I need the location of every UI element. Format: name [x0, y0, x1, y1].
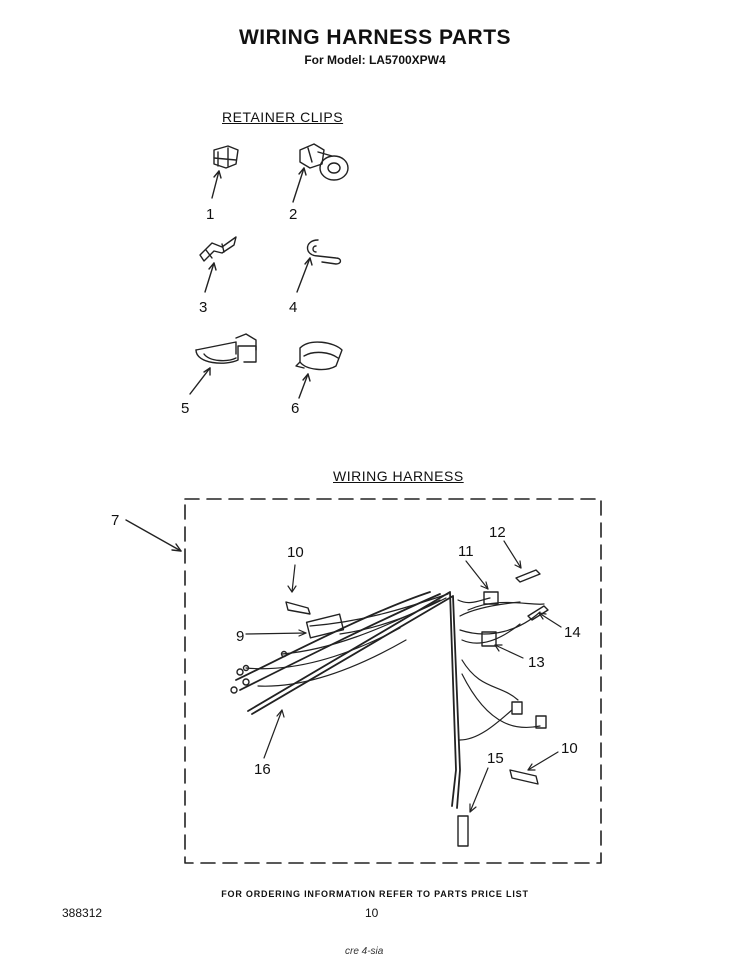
callout-4: 4: [289, 299, 297, 316]
harness-box: [184, 498, 602, 864]
ordering-note: FOR ORDERING INFORMATION REFER TO PARTS …: [221, 889, 529, 899]
callout-12: 12: [489, 524, 506, 541]
handwritten-note: cre 4-sia: [345, 946, 384, 957]
clip-2-drawing: [292, 143, 349, 203]
page-number: 10: [365, 906, 379, 920]
clip-5-drawing: [189, 333, 257, 395]
callout-14: 14: [564, 624, 581, 641]
callout-5: 5: [181, 400, 189, 417]
callout-10-top: 10: [287, 544, 304, 561]
model-label: For Model: LA5700XPW4: [304, 53, 446, 67]
clip-3-drawing: [199, 236, 237, 293]
document-code: 388312: [62, 906, 103, 920]
callout-9: 9: [236, 628, 244, 645]
clip-4-drawing: [296, 239, 342, 293]
clip-6-drawing: [295, 341, 343, 399]
callout-11: 11: [458, 543, 474, 560]
callout-7-leader: [125, 519, 182, 552]
callout-2: 2: [289, 206, 297, 223]
callout-10-bottom: 10: [561, 740, 578, 757]
callout-13: 13: [528, 654, 545, 671]
callout-6: 6: [291, 400, 299, 417]
callout-3: 3: [199, 299, 207, 316]
harness-branches: [245, 593, 545, 741]
callout-16: 16: [254, 761, 271, 778]
harness-connectors: [230, 569, 549, 847]
callout-1: 1: [206, 206, 214, 223]
page-title: WIRING HARNESS PARTS: [238, 26, 512, 49]
retainer-clips-heading: RETAINER CLIPS: [222, 109, 344, 125]
wiring-harness-heading: WIRING HARNESS: [333, 468, 464, 484]
callout-7: 7: [111, 512, 119, 529]
callout-leaders: [245, 540, 562, 813]
callout-15: 15: [487, 750, 504, 767]
clip-1-drawing: [211, 145, 239, 199]
